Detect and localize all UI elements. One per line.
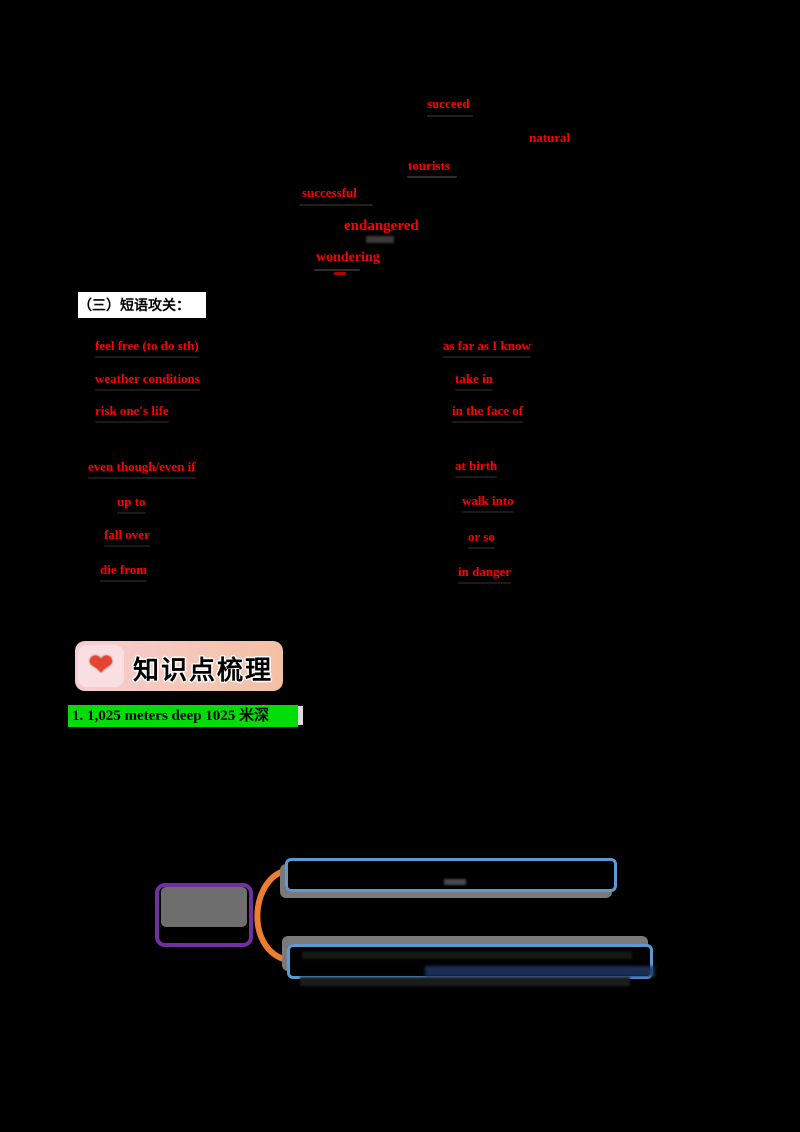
underline-remnant — [462, 511, 514, 513]
heart-icon: ❤ — [88, 648, 114, 683]
phrase-item: weather conditions — [95, 371, 200, 391]
vocab-word: successful — [302, 185, 357, 200]
phrase-item: up to — [117, 494, 146, 514]
text-remnant — [300, 977, 630, 986]
phrase-item: in the face of — [452, 403, 524, 423]
phrase-item: even though/even if — [88, 459, 196, 479]
vocab-word: natural — [529, 130, 571, 145]
underline-remnant — [95, 356, 199, 358]
knowledge-points-badge: ❤ 知识点梳理 — [75, 641, 283, 691]
underline-remnant — [455, 389, 493, 391]
text-remnant — [366, 236, 394, 243]
box-shadow-remnant — [161, 887, 247, 927]
underline-remnant — [95, 421, 169, 423]
heart-tile: ❤ — [78, 645, 124, 687]
phrase-section-header: （三）短语攻关： — [78, 292, 206, 318]
text-remnant — [427, 115, 473, 117]
highlight-notch — [298, 706, 303, 725]
underline-remnant — [468, 547, 495, 549]
underline-remnant — [443, 356, 531, 358]
vocab-word: wondering — [316, 250, 380, 265]
underline-remnant — [117, 512, 146, 514]
phrase-item: die from — [100, 562, 148, 582]
phrase-item: feel free (to do sth) — [95, 338, 199, 358]
underline-remnant — [458, 582, 512, 584]
phrase-item: or so — [468, 529, 495, 549]
underline-remnant — [95, 389, 200, 391]
underline-remnant — [455, 476, 498, 478]
text-remnant — [444, 879, 466, 885]
diagram-term-box — [155, 883, 253, 947]
diagram-usage-box-1 — [285, 858, 617, 892]
text-remnant — [302, 951, 632, 959]
phrase-item: fall over — [104, 527, 150, 547]
highlighted-knowledge-item: 1. 1,025 meters deep 1025 米深 — [68, 705, 298, 727]
text-remnant — [407, 176, 457, 178]
vocab-word: tourists — [408, 158, 450, 173]
phrase-item: as far as I know — [443, 338, 531, 358]
handwriting-remnant — [425, 966, 655, 977]
knowledge-points-title: 知识点梳理 — [133, 655, 274, 685]
phrase-item: in danger — [458, 564, 512, 584]
underline-remnant — [452, 421, 524, 423]
phrase-item: take in — [455, 371, 493, 391]
vocab-word: endangered — [344, 218, 419, 234]
underline-remnant — [88, 477, 196, 479]
phrase-item: walk into — [462, 493, 514, 513]
phrase-item: risk one's life — [95, 403, 169, 423]
underline-remnant — [100, 580, 148, 582]
underline-remnant — [104, 545, 150, 547]
text-remnant — [334, 272, 346, 275]
vocab-word: succeed — [427, 96, 470, 111]
phrase-item: at birth — [455, 458, 498, 478]
text-remnant — [314, 269, 360, 271]
text-remnant — [299, 204, 373, 206]
